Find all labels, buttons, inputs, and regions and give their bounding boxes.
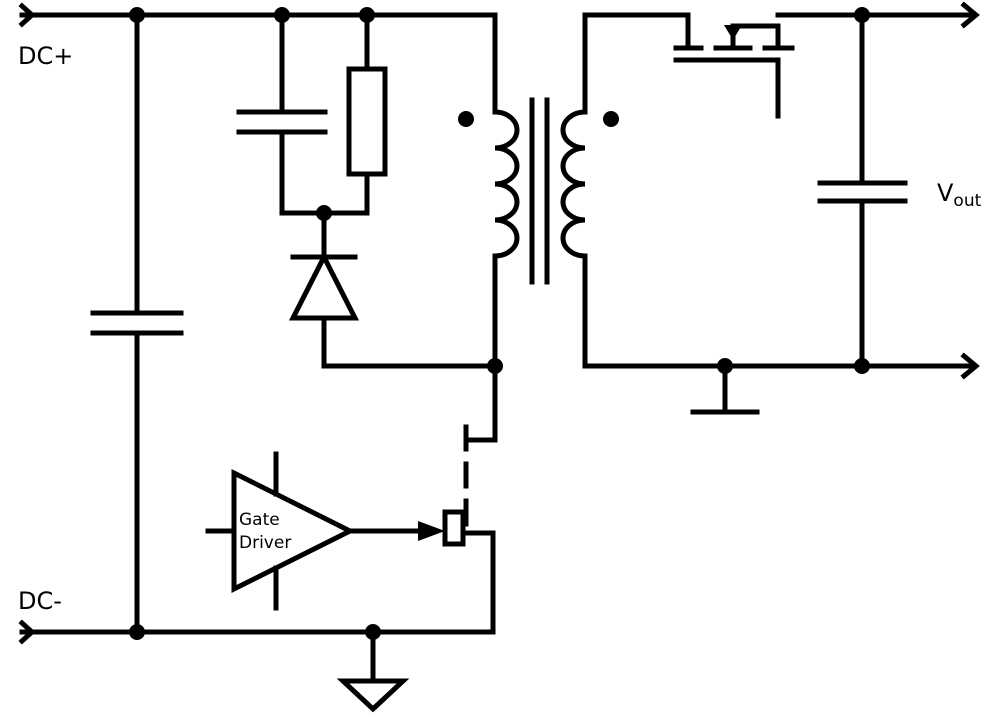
dc-plus-rail	[19, 12, 498, 115]
snubber-resistor	[346, 12, 388, 216]
vout-label-main: V	[937, 179, 954, 207]
snubber-capacitor	[236, 12, 328, 216]
gate-driver-label-line1: Gate	[239, 510, 280, 530]
junction-dot	[274, 7, 290, 23]
dc-plus-label: DC+	[18, 42, 73, 70]
junction-dot	[717, 358, 733, 374]
primary-mosfet	[347, 363, 498, 547]
transformer-primary-winding	[492, 109, 520, 369]
vout-negative-terminal	[960, 352, 980, 380]
junction-dot	[487, 358, 503, 374]
vout-label-subscript: out	[953, 191, 981, 211]
junction-dot	[129, 7, 145, 23]
secondary-polarity-dot	[603, 111, 619, 127]
dc-minus-label: DC-	[18, 587, 62, 615]
junction-dot	[129, 624, 145, 640]
junction-dot	[854, 358, 870, 374]
junction-dot	[854, 7, 870, 23]
primary-ground-symbol	[336, 629, 410, 713]
transformer-core	[529, 97, 550, 285]
transformer-secondary-winding	[560, 12, 691, 369]
dc-minus-rail	[19, 530, 496, 635]
output-capacitor	[817, 12, 908, 369]
gate-driver	[205, 451, 356, 611]
snubber-diode	[288, 210, 498, 369]
junction-dot	[316, 205, 332, 221]
junction-dot	[359, 7, 375, 23]
vout-positive-terminal	[960, 1, 980, 29]
primary-polarity-dot	[458, 111, 474, 127]
sync-rectifier-mosfet	[673, 12, 973, 119]
vout-label: Vout	[937, 179, 982, 211]
junction-dot	[365, 624, 381, 640]
gate-driver-label-line2: Driver	[239, 533, 291, 553]
input-capacitor	[90, 12, 184, 635]
